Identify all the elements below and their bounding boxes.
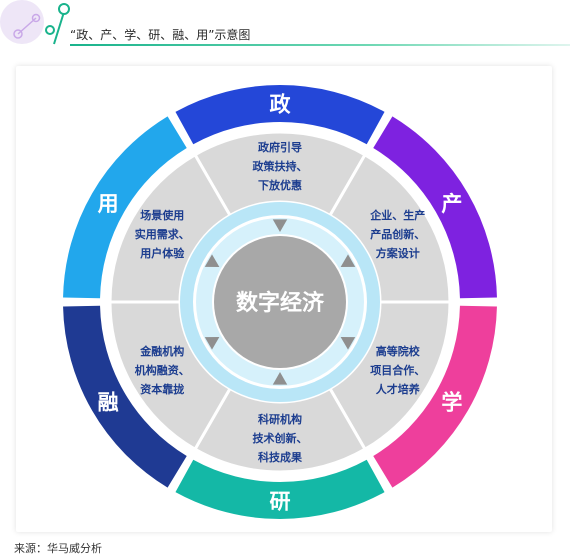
header-divider <box>70 44 570 46</box>
inner-segment-line: 实用需求、 <box>135 227 190 241</box>
ring-arrow <box>340 337 356 350</box>
inner-segment-line: 技术创新、 <box>253 431 308 445</box>
inner-segment-line: 企业、生产 <box>369 208 425 222</box>
inner-segment-line: 场景使用 <box>140 208 184 222</box>
ring-arrow <box>204 254 220 267</box>
inner-segment-line: 用户体验 <box>140 246 185 260</box>
inner-segment-line: 高等院校 <box>376 344 421 358</box>
inner-segment-line: 科技成果 <box>258 450 302 464</box>
outer-segment <box>63 116 187 299</box>
center-circle <box>214 236 346 368</box>
page-title: “政、产、学、研、融、用”示意图 <box>70 28 251 42</box>
inner-segment-line: 政策扶持、 <box>253 159 308 173</box>
inner-segment-line: 金融机构 <box>139 344 184 358</box>
inner-segment-line: 下放优惠 <box>258 178 302 192</box>
outer-segment-label: 政 <box>270 93 292 117</box>
source-note: 来源：华马威分析 <box>14 542 102 555</box>
inner-segment-line: 人才培养 <box>376 382 421 396</box>
ring-arrow <box>272 219 288 232</box>
ring-arrow <box>204 337 220 350</box>
outer-segment <box>373 116 497 299</box>
outer-segment-label: 融 <box>98 390 119 414</box>
center-label: 数字经济 <box>236 290 325 316</box>
inner-segment-line: 方案设计 <box>376 246 420 260</box>
inner-segment-line: 项目合作、 <box>370 363 425 377</box>
outer-segment-label: 研 <box>270 490 291 514</box>
inner-segment <box>108 152 233 304</box>
outer-segment <box>63 305 187 488</box>
ring-arrow <box>340 254 356 267</box>
network-nodes-icon <box>0 0 70 45</box>
outer-segment-label: 学 <box>441 390 462 414</box>
inner-segment-line: 资本靠拢 <box>140 382 184 396</box>
header: “政、产、学、研、融、用”示意图 <box>0 0 570 50</box>
outer-segment-label: 产 <box>441 192 462 216</box>
outer-segment <box>175 459 385 519</box>
inner-segment-line: 产品创新、 <box>370 227 425 241</box>
inner-segment-line: 科研机构 <box>258 412 302 426</box>
inner-segment-line: 机构融资、 <box>135 363 190 377</box>
ring-arrow <box>272 372 288 385</box>
outer-segment-label: 用 <box>98 192 119 216</box>
inner-segment-line: 政府引导 <box>258 140 302 154</box>
outer-segment <box>373 305 497 488</box>
outer-segment <box>175 85 385 145</box>
